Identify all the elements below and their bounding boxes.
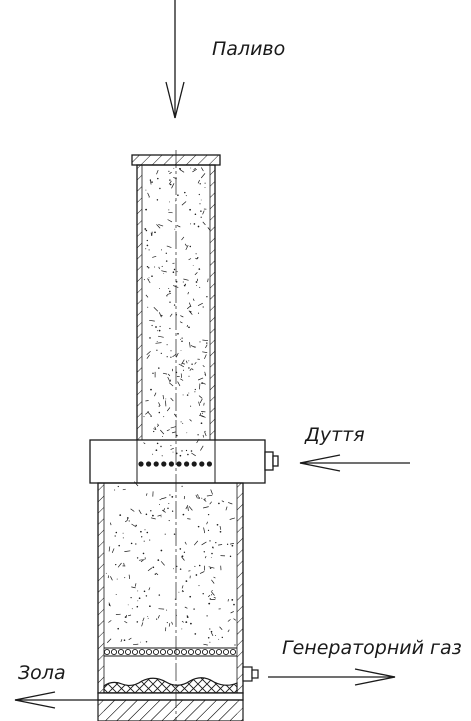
air-label: Дуття xyxy=(304,424,365,446)
gas-label: Генераторний газ xyxy=(282,637,462,659)
ash-pile xyxy=(103,677,238,694)
grate xyxy=(103,647,237,657)
air-nozzle xyxy=(264,451,279,471)
fuel-particles-lower xyxy=(105,481,237,646)
ash-label: Зола xyxy=(18,662,66,684)
fuel-label: Паливо xyxy=(212,38,285,60)
air-ring xyxy=(89,438,266,484)
tuyere-holes xyxy=(138,461,212,467)
reaction-chamber xyxy=(97,481,244,694)
gas-outlet-nozzle xyxy=(242,666,259,682)
fuel-arrow xyxy=(165,0,185,119)
gas-arrow xyxy=(268,668,396,686)
air-arrow xyxy=(299,454,410,472)
fuel-particles-upper xyxy=(143,167,211,438)
base xyxy=(97,692,244,721)
